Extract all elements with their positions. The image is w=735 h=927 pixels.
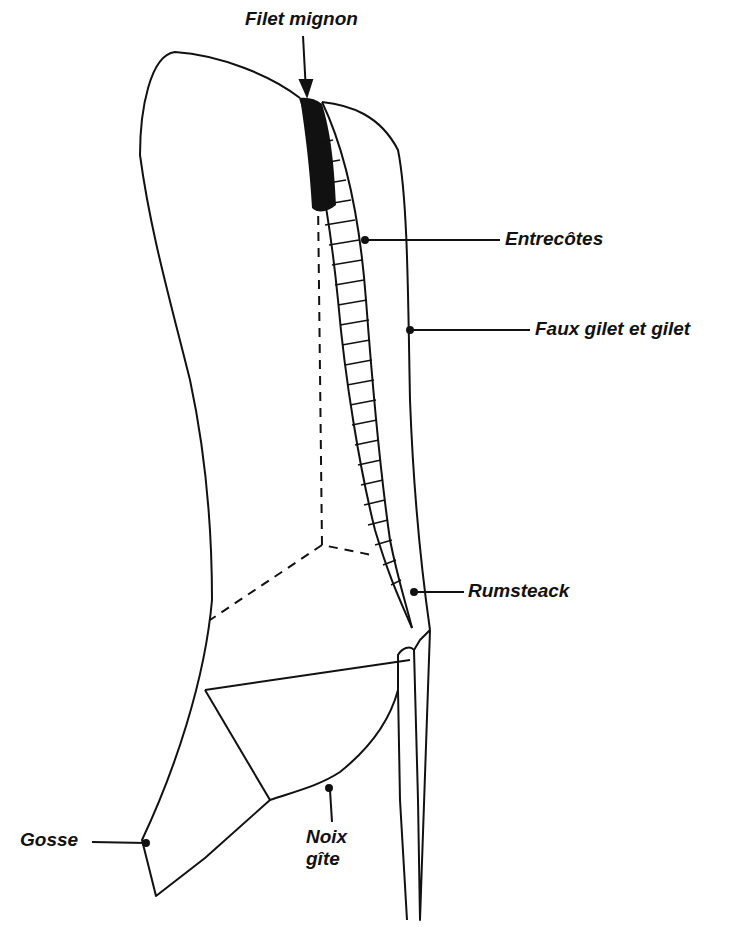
- carcass-outline: [140, 52, 430, 896]
- hatch-stroke: [345, 360, 372, 365]
- leader-line: [414, 591, 464, 593]
- leader-line: [410, 329, 530, 331]
- hatch-stroke: [361, 480, 383, 485]
- hatch-stroke: [342, 340, 370, 345]
- part-label: Filet mignon: [245, 8, 358, 30]
- leader-line: [330, 790, 332, 822]
- hatch-stroke: [335, 280, 364, 285]
- hatch-stroke: [368, 520, 388, 525]
- filet-mignon-area: [300, 98, 336, 212]
- hatch-stroke: [321, 200, 351, 205]
- part-label: Faux gilet et gilet: [535, 318, 690, 340]
- leader-dot: [362, 237, 368, 243]
- hatching: [306, 120, 401, 585]
- hatch-stroke: [325, 220, 355, 225]
- hatch-stroke: [358, 460, 381, 465]
- hatch-stroke: [309, 140, 333, 145]
- cut-line: [205, 660, 410, 690]
- hatch-stroke: [347, 380, 374, 385]
- leader-dot: [407, 327, 413, 333]
- hatch-stroke: [332, 260, 362, 265]
- cut-line: [205, 690, 270, 800]
- hatch-stroke: [383, 560, 396, 565]
- hatch-stroke: [340, 320, 369, 325]
- dashed-cut-line: [210, 545, 322, 620]
- leader-line: [365, 239, 500, 241]
- carcass-outline: [398, 630, 430, 920]
- dashed-cut-line: [318, 200, 372, 555]
- part-label: Entrecôtes: [505, 228, 603, 250]
- hatch-stroke: [313, 160, 340, 165]
- part-label: Gosse: [20, 829, 78, 851]
- arrowhead: [300, 80, 312, 96]
- leader-dot: [326, 785, 332, 791]
- leader-dot: [411, 589, 417, 595]
- hatch-stroke: [329, 240, 359, 245]
- hatch-stroke: [350, 400, 376, 405]
- hatch-stroke: [317, 180, 346, 185]
- leader-dot: [143, 840, 149, 846]
- hatch-stroke: [338, 300, 367, 305]
- hatch-stroke: [355, 440, 379, 445]
- part-label: Rumsteack: [468, 580, 569, 602]
- carcass-outline: [322, 102, 412, 628]
- hatch-stroke: [306, 120, 326, 125]
- hatch-stroke: [352, 420, 377, 425]
- hatch-stroke: [375, 540, 392, 545]
- hatch-stroke: [364, 500, 385, 505]
- part-label: Noix gîte: [306, 826, 366, 870]
- leader-line: [92, 842, 146, 843]
- hatch-stroke: [391, 580, 401, 585]
